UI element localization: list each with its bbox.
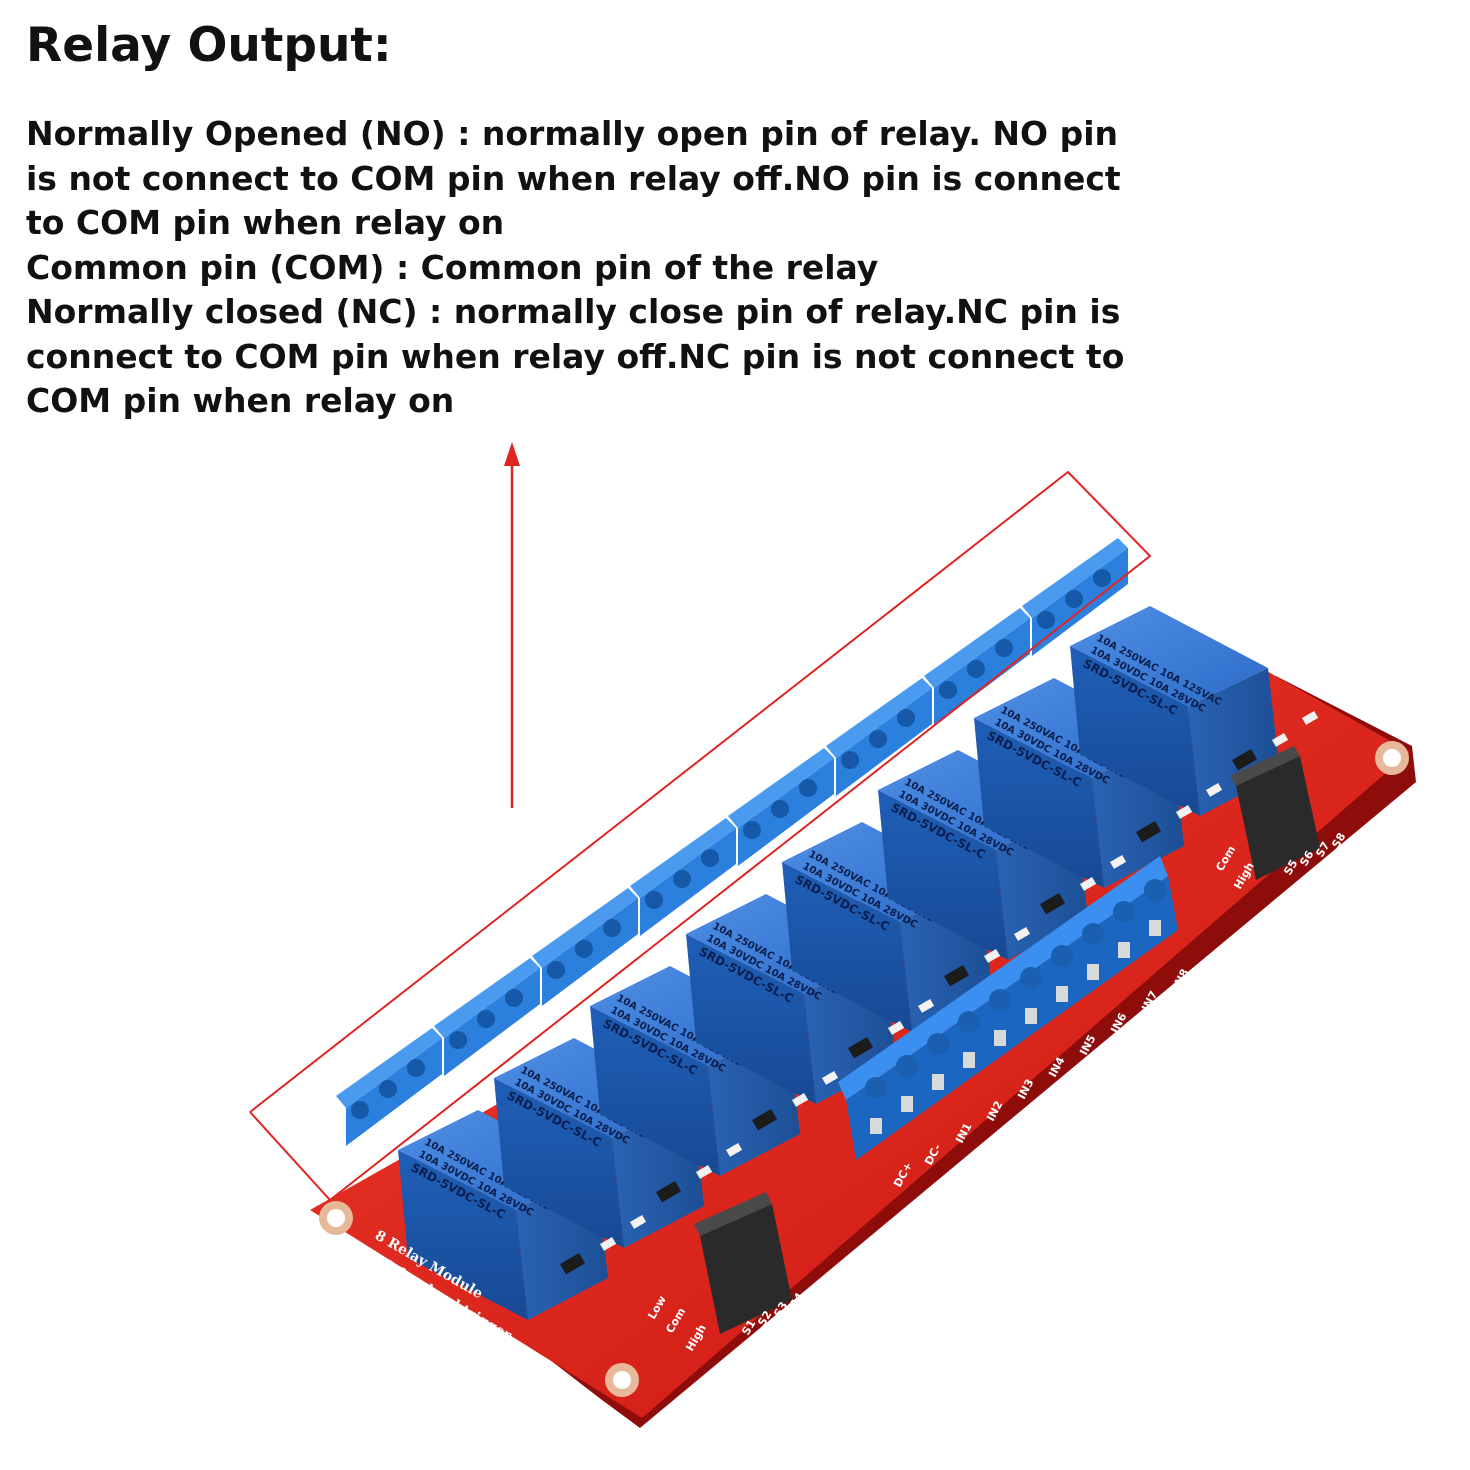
screw-hole (967, 660, 985, 678)
output-terminal (924, 608, 1030, 726)
mounting-hole (1375, 741, 1409, 775)
screw-hole (939, 681, 957, 699)
screw-hole (547, 961, 565, 979)
screw-hole (771, 800, 789, 818)
description-line: COM pin when relay on (26, 381, 455, 420)
resistor (726, 1143, 743, 1157)
resistor (1302, 711, 1319, 725)
resistor (887, 1020, 905, 1035)
optocoupler (848, 1037, 874, 1059)
screw-hole (575, 940, 593, 958)
screw-hole (645, 891, 663, 909)
screw-hole (897, 709, 915, 727)
optocoupler (943, 964, 970, 987)
mounting-hole (319, 1201, 353, 1235)
input-pin-opening (1149, 920, 1161, 936)
input-screw (1020, 967, 1042, 989)
resistor (791, 1093, 809, 1107)
input-screw (1113, 901, 1135, 923)
resistor (695, 1165, 713, 1179)
description-line: Common pin (COM) : Common pin of the rel… (26, 247, 879, 287)
mounting-hole (605, 1363, 639, 1397)
output-terminal (826, 678, 932, 796)
input-screw (989, 989, 1011, 1011)
input-pin-opening (1025, 1008, 1037, 1024)
screw-hole (379, 1080, 397, 1098)
input-pin-opening (994, 1030, 1006, 1046)
output-terminal (336, 1028, 442, 1146)
resistor (1080, 876, 1097, 891)
screw-hole (799, 779, 817, 797)
input-pin-opening (1118, 942, 1130, 958)
description-line: to COM pin when relay on (26, 203, 505, 242)
screw-hole (1037, 611, 1055, 629)
screw-hole (351, 1101, 369, 1119)
resistor (1110, 855, 1127, 869)
input-pin-opening (870, 1118, 882, 1134)
resistor (599, 1237, 617, 1251)
resistor (1272, 732, 1289, 747)
description-line: Normally closed (NC) : normally close pi… (26, 292, 1121, 331)
screw-hole (1065, 590, 1083, 608)
screw-hole (673, 870, 691, 888)
optocoupler (1136, 821, 1162, 843)
input-pin-opening (932, 1074, 944, 1090)
optocoupler (1232, 749, 1258, 771)
input-pin-opening (963, 1052, 975, 1068)
screw-hole (1093, 569, 1111, 587)
resistor (822, 1071, 839, 1085)
optocoupler (752, 1109, 778, 1131)
description-line: Normally Opened (NO) : normally open pin… (26, 114, 1119, 153)
resistor (1206, 783, 1223, 797)
description: Normally Opened (NO) : normally open pin… (26, 112, 1146, 424)
smd-components (560, 711, 1319, 1275)
optocoupler (656, 1181, 682, 1203)
screw-hole (449, 1031, 467, 1049)
screw-hole (477, 1010, 495, 1028)
annotation-arrow-head (504, 442, 520, 466)
output-terminal (630, 818, 736, 936)
input-screw (1144, 879, 1166, 901)
input-pin-opening (1056, 986, 1068, 1002)
screw-hole (869, 730, 887, 748)
input-screw (927, 1033, 949, 1055)
output-terminal-strip (336, 538, 1128, 1146)
annotation-outline (249, 470, 1152, 1202)
input-pin-opening (901, 1096, 913, 1112)
screw-hole (407, 1059, 425, 1077)
description-line: is not connect to COM pin when relay off… (26, 158, 1121, 198)
screw-hole (841, 751, 859, 769)
description-line: connect to COM pin when relay off.NC pin… (26, 336, 1125, 376)
annotation (249, 442, 1152, 1202)
screw-hole (603, 919, 621, 937)
screw-hole (995, 639, 1013, 657)
input-screw (1051, 945, 1073, 967)
optocoupler (1040, 893, 1066, 915)
input-pin-opening (1087, 964, 1099, 980)
heading: Relay Output: (26, 18, 392, 73)
optocoupler (560, 1253, 586, 1275)
resistor (984, 948, 1001, 963)
screw-hole (701, 849, 719, 867)
output-terminal (434, 958, 540, 1076)
screw-hole (743, 821, 761, 839)
input-screw (896, 1055, 918, 1077)
input-screw (958, 1011, 980, 1033)
output-terminal (532, 888, 638, 1006)
input-screw (1082, 923, 1104, 945)
resistor (918, 999, 935, 1013)
resistor (1014, 927, 1031, 941)
resistor (630, 1215, 647, 1229)
input-screw (865, 1077, 887, 1099)
resistor (1176, 804, 1193, 819)
screw-hole (505, 989, 523, 1007)
output-terminal (728, 748, 834, 866)
